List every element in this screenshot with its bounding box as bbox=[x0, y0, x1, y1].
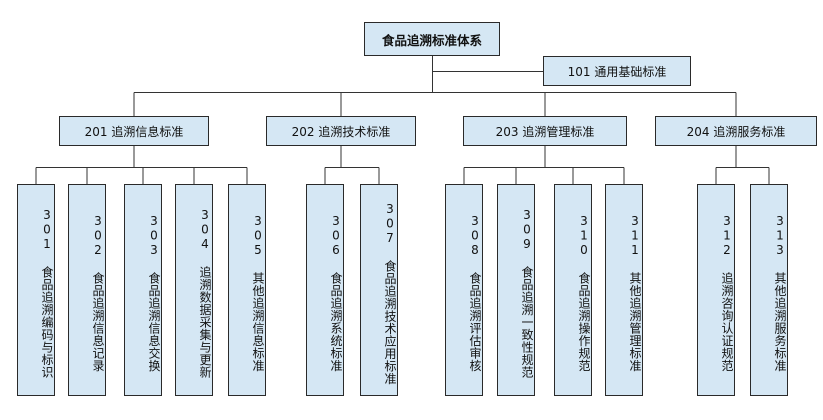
leaf-node-310: 310 食品追溯操作规范 bbox=[554, 184, 592, 396]
leaf-node-302: 302 食品追溯信息记录 bbox=[68, 184, 106, 396]
leaf-node-313: 313 其他追溯服务标准 bbox=[750, 184, 788, 396]
leaf-node-306: 306 食品追溯系统标准 bbox=[306, 184, 344, 396]
leaf-node-305: 305 其他追溯信息标准 bbox=[228, 184, 266, 396]
category-node-203: 203 追溯管理标准 bbox=[463, 116, 627, 146]
leaf-node-308: 308 食品追溯评估审核 bbox=[445, 184, 483, 396]
root-node: 食品追溯标准体系 bbox=[364, 22, 500, 56]
category-node-201: 201 追溯信息标准 bbox=[59, 116, 209, 146]
leaf-node-312: 312 追溯咨询认证规范 bbox=[697, 184, 735, 396]
category-node-202: 202 追溯技术标准 bbox=[266, 116, 416, 146]
leaf-node-303: 303 食品追溯信息交换 bbox=[124, 184, 162, 396]
leaf-node-311: 311 其他追溯管理标准 bbox=[605, 184, 643, 396]
category-node-204: 204 追溯服务标准 bbox=[655, 116, 817, 146]
leaf-node-301: 301 食品追溯编码与标识 bbox=[17, 184, 55, 396]
leaf-node-309: 309 食品追溯一致性规范 bbox=[497, 184, 535, 396]
leaf-node-304: 304 追溯数据采集与更新 bbox=[175, 184, 213, 396]
general-node: 101 通用基础标准 bbox=[543, 56, 691, 86]
leaf-node-307: 307 食品追溯技术应用标准 bbox=[360, 184, 398, 396]
